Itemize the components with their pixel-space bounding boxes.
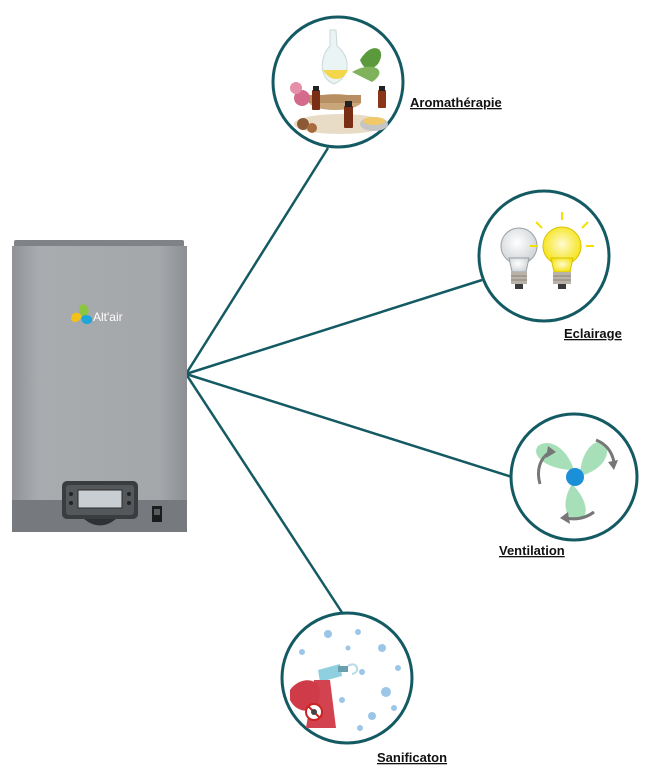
- feature-sanitization: [280, 611, 414, 745]
- power-switch-rocker: [154, 509, 160, 515]
- device-logo: [71, 304, 93, 325]
- control-panel-hood: [84, 519, 116, 526]
- feature-aromatherapy: [271, 15, 405, 149]
- connector-aromatherapy: [184, 147, 330, 375]
- virus-particles: [299, 629, 401, 731]
- device-unit: Alt'air: [12, 240, 187, 532]
- disinfection-spray-icon: [290, 629, 401, 731]
- feature-ventilation: [509, 412, 639, 542]
- device-logo-text: Alt'air: [93, 310, 123, 324]
- control-button-right-2[interactable]: [127, 501, 131, 505]
- fan-icon: [536, 438, 618, 524]
- connector-lines: [184, 147, 513, 615]
- logo-leaf-blue: [81, 315, 93, 325]
- lighting-circle: [477, 189, 611, 323]
- control-display[interactable]: [77, 489, 123, 509]
- control-button-right-1[interactable]: [127, 492, 131, 496]
- label-lighting: Eclairage: [564, 326, 622, 341]
- fan-hub: [566, 468, 584, 486]
- essential-oils-icon: [290, 29, 388, 134]
- light-rays: [530, 212, 594, 247]
- connector-sanitization: [184, 373, 345, 615]
- sanitization-circle: [280, 611, 414, 745]
- control-button-left-1[interactable]: [69, 492, 73, 496]
- feature-lighting: [477, 189, 611, 323]
- label-sanitization: Sanificaton: [377, 750, 447, 765]
- device-body: [12, 246, 187, 504]
- light-bulbs-icon: [500, 212, 594, 289]
- connector-lighting: [185, 278, 483, 376]
- control-button-left-2[interactable]: [69, 501, 73, 505]
- label-ventilation: Ventilation: [499, 543, 565, 558]
- connector-ventilation: [185, 372, 513, 479]
- logo-leaf-yellow: [71, 312, 82, 323]
- label-aromatherapy: Aromathérapie: [410, 95, 502, 110]
- logo-leaf-green: [78, 304, 89, 317]
